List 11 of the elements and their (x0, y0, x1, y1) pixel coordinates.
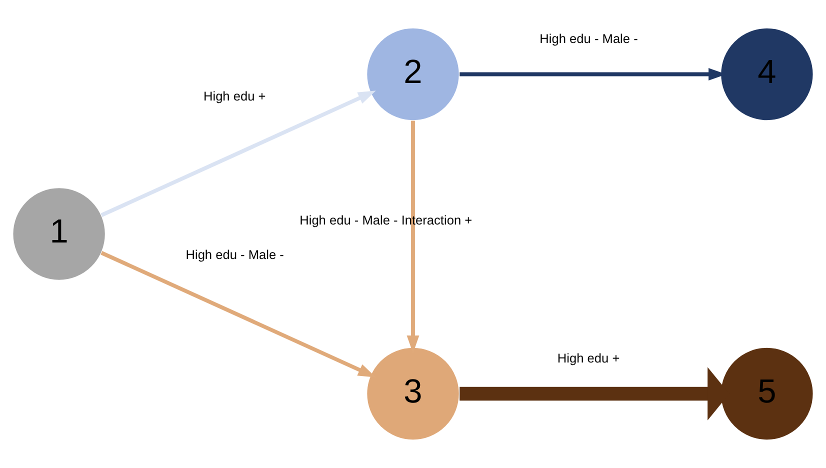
edge-label: High edu - Male - (186, 247, 284, 262)
node-circle: 4 (720, 27, 814, 122)
node-circle: 3 (366, 346, 460, 441)
edge-label: High edu + (557, 350, 620, 366)
edge-label: High edu + (203, 88, 266, 104)
node-circle: 2 (366, 27, 460, 122)
arrow (100, 90, 376, 217)
node-circle: 1 (12, 187, 106, 281)
edge-label: High edu - Male - Interaction + (300, 212, 472, 228)
node-circle: 5 (720, 346, 814, 441)
edge-label: High edu - Male - (540, 31, 638, 46)
